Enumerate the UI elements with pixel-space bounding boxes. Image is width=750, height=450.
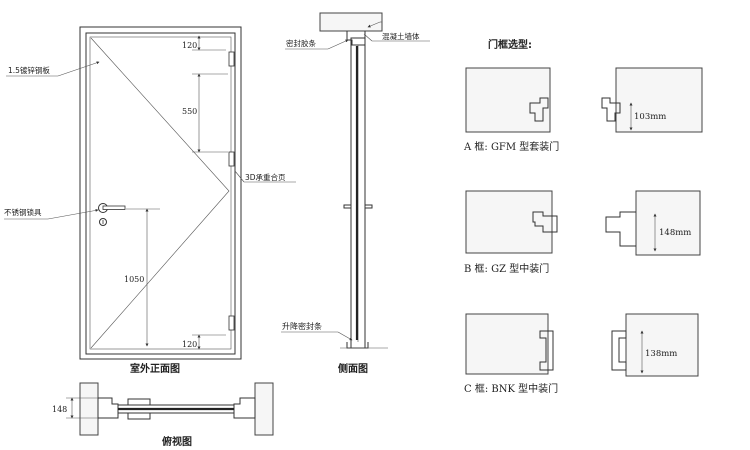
label-hinge: 3D承重合页 bbox=[245, 172, 286, 182]
door-swing-lines bbox=[90, 37, 230, 349]
frame-a-dim: 103mm bbox=[634, 112, 666, 122]
frame-type-b: 148mm B 框: GZ 型中装门 bbox=[464, 190, 701, 275]
door-handle-icon bbox=[98, 203, 126, 213]
front-view-caption: 室外正面图 bbox=[130, 362, 180, 375]
frame-types: 门框选型: 103mm A 框: GFM 型套装门 148mm B 框: GZ … bbox=[463, 38, 703, 395]
wall-left bbox=[79, 382, 99, 436]
frame-c-caption: C 框: BNK 型中装门 bbox=[464, 382, 558, 395]
frame-type-c: 138mm C 框: BNK 型中装门 bbox=[464, 313, 699, 395]
hinge-icon bbox=[228, 51, 235, 331]
frame-a-caption: A 框: GFM 型套装门 bbox=[463, 140, 559, 153]
dimension-arrow-icon bbox=[126, 35, 228, 350]
dim-bottom-text: 120 bbox=[182, 340, 197, 349]
wall-right bbox=[254, 382, 274, 436]
front-view: 120 550 1050 120 1.5镀锌钢板 不锈钢锁具 3D承重合页 室外… bbox=[4, 26, 296, 375]
top-view-caption: 俯视图 bbox=[162, 435, 192, 448]
frame-types-title: 门框选型: bbox=[488, 38, 532, 51]
frame-type-a: 103mm A 框: GFM 型套装门 bbox=[463, 67, 703, 153]
dim-handle-text: 1050 bbox=[124, 275, 144, 284]
dim-mid-text: 550 bbox=[182, 107, 197, 116]
door-frame-outer bbox=[79, 26, 242, 360]
label-steel-plate: 1.5镀锌钢板 bbox=[8, 65, 50, 75]
label-seal: 密封胶条 bbox=[286, 38, 316, 48]
lock-cylinder-icon bbox=[99, 218, 107, 226]
dim-depth-text: 148 bbox=[52, 405, 67, 414]
side-view-caption: 侧面图 bbox=[338, 362, 368, 375]
frame-c-dim: 138mm bbox=[645, 349, 677, 359]
door-frame-inner bbox=[85, 32, 236, 355]
wall-block-top bbox=[319, 12, 383, 32]
door-leaf bbox=[89, 36, 232, 350]
top-view: 148 俯视图 bbox=[52, 382, 274, 448]
label-wall: 混凝土墙体 bbox=[382, 31, 420, 41]
label-lock: 不锈钢锁具 bbox=[4, 207, 42, 217]
frame-b-caption: B 框: GZ 型中装门 bbox=[464, 262, 549, 275]
side-view: 混凝土墙体 密封胶条 升降密封条 侧面图 bbox=[281, 12, 430, 375]
dim-top-text: 120 bbox=[182, 41, 197, 50]
label-drop-seal: 升降密封条 bbox=[282, 321, 322, 331]
frame-b-dim: 148mm bbox=[659, 228, 691, 238]
